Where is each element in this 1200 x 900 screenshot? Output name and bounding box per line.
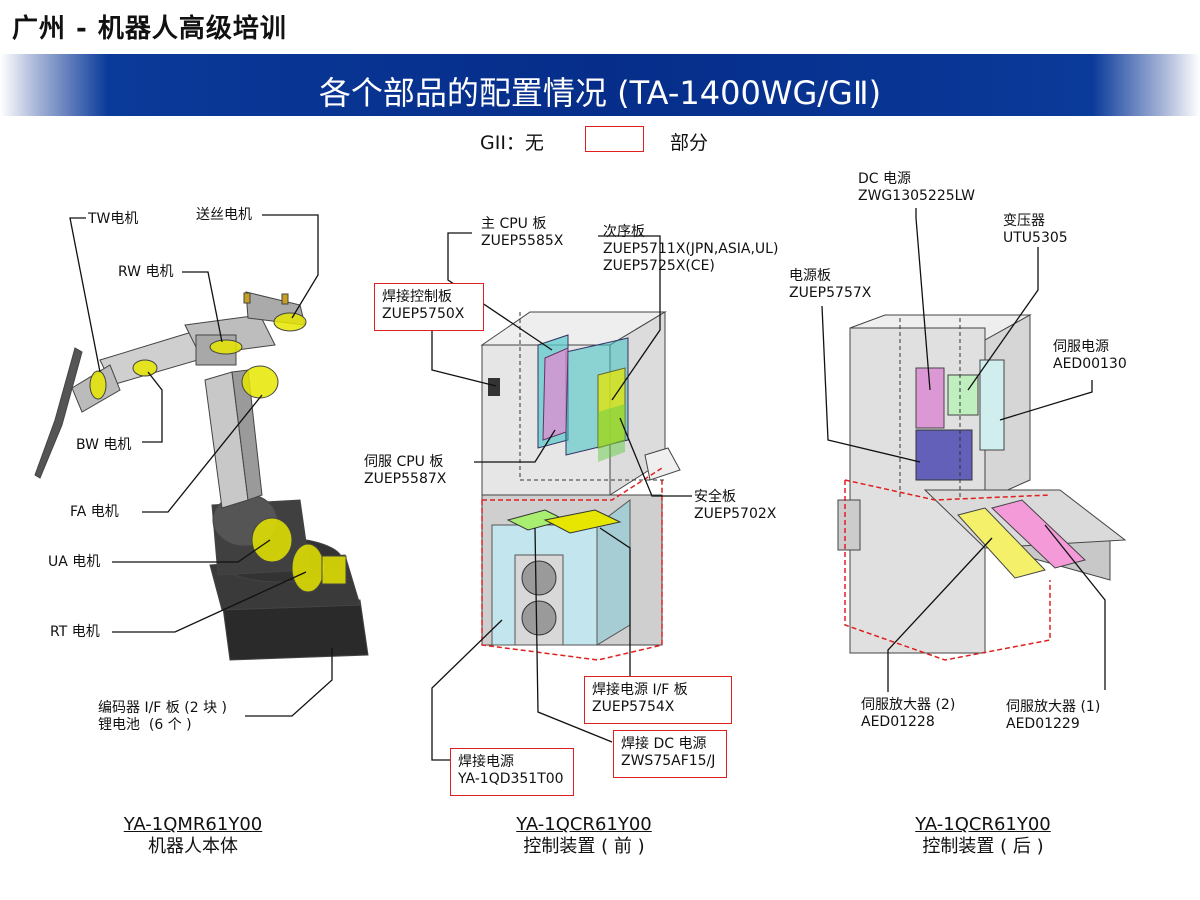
legend-prefix: GII：无 — [480, 132, 544, 154]
legend: GII：无 部分 — [0, 126, 1200, 156]
robot-illustration — [34, 291, 369, 661]
weld-power-box — [450, 748, 574, 796]
label-ua-motor: UA 电机 — [48, 554, 101, 570]
label-dc-power: DC 电源 ZWG1305225LW — [858, 171, 975, 204]
caption-front-model: YA-1QCR61Y00 — [516, 814, 652, 835]
label-weld-control: 焊接控制板 ZUEP5750X — [382, 289, 465, 322]
label-main-cpu: 主 CPU 板 ZUEP5585X — [481, 216, 564, 249]
robot-leader-lines — [69, 214, 333, 717]
caption-rear: YA-1QCR61Y00 控制装置 ( 后 ) — [883, 814, 1083, 858]
page-title: 各个部品的配置情况 (TA-1400WG/GⅡ) — [318, 74, 882, 112]
label-weld-power: 焊接电源 YA-1QD351T00 — [458, 754, 564, 787]
caption-robot-name: 机器人本体 — [148, 836, 238, 857]
label-servo-amp-1: 伺服放大器 (1) AED01229 — [1006, 699, 1101, 732]
label-servo-amp-2: 伺服放大器 (2) AED01228 — [861, 697, 956, 730]
legend-suffix: 部分 — [670, 132, 709, 154]
label-feed-motor: 送丝电机 — [196, 207, 252, 223]
label-weld-if: 焊接电源 I/F 板 ZUEP5754X — [592, 682, 688, 715]
rear-leader-lines — [821, 208, 1106, 692]
label-transformer: 变压器 UTU5305 — [1003, 213, 1068, 246]
label-bw-motor: BW 电机 — [76, 437, 132, 453]
caption-front: YA-1QCR61Y00 控制装置 ( 前 ) — [484, 814, 684, 858]
label-servo-cpu: 伺服 CPU 板 ZUEP5587X — [364, 454, 447, 487]
legend-red-box — [585, 126, 644, 152]
label-safety-board: 安全板 ZUEP5702X — [694, 489, 777, 522]
caption-rear-name: 控制装置 ( 后 ) — [922, 836, 1044, 857]
title-banner — [0, 54, 1200, 116]
top-note: 广州 - 机器人高级培训 — [12, 14, 287, 44]
caption-robot-model: YA-1QMR61Y00 — [123, 814, 263, 835]
caption-robot: YA-1QMR61Y00 机器人本体 — [93, 814, 293, 858]
label-encoder-battery: 编码器 I/F 板 (2 块 ) 锂电池 (6 个 ) — [98, 700, 227, 733]
label-rw-motor: RW 电机 — [118, 264, 174, 280]
label-weld-dc: 焊接 DC 电源 ZWS75AF15/J — [621, 736, 716, 769]
label-sequence-board: 次序板 ZUEP5711X(JPN,ASIA,UL) ZUEP5725X(CE) — [603, 224, 779, 274]
front-leader-lines — [431, 232, 692, 761]
label-power-board: 电源板 ZUEP5757X — [789, 268, 872, 301]
front-cabinet-illustration — [480, 311, 681, 661]
weld-dc-box — [613, 730, 727, 778]
label-fa-motor: FA 电机 — [70, 504, 119, 520]
label-servo-power: 伺服电源 AED00130 — [1053, 339, 1127, 372]
label-tw-motor: TW电机 — [88, 211, 139, 227]
caption-front-name: 控制装置 ( 前 ) — [523, 836, 645, 857]
caption-rear-model: YA-1QCR61Y00 — [915, 814, 1051, 835]
label-rt-motor: RT 电机 — [50, 624, 100, 640]
rear-cabinet-illustration — [837, 314, 1127, 661]
weld-if-box — [584, 676, 732, 724]
weld-control-box — [374, 283, 484, 331]
